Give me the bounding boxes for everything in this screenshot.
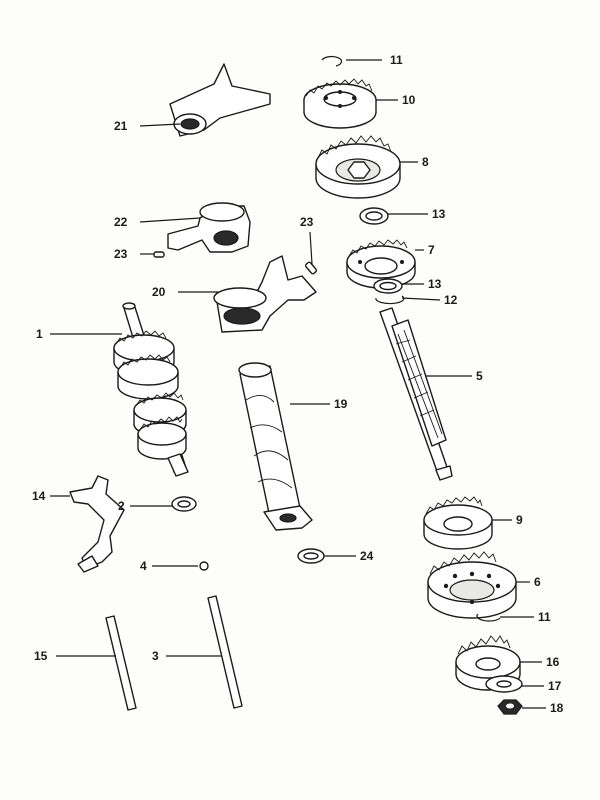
- callout-23-left: 23: [114, 247, 128, 261]
- callout-21: 21: [114, 119, 128, 133]
- part-8-gear: [315, 135, 401, 199]
- part-13-washer-lower: [373, 278, 403, 294]
- part-24-washer: [297, 548, 325, 564]
- part-21-shift-fork: [169, 63, 271, 137]
- part-14-shift-fork: [69, 475, 125, 573]
- callout-22: 22: [114, 215, 128, 229]
- part-15-shift-rod: [105, 615, 137, 711]
- callout-4: 4: [140, 559, 147, 573]
- part-4-ball: [199, 561, 209, 571]
- callout-3: 3: [152, 649, 159, 663]
- part-6-gear: [427, 551, 517, 619]
- part-18-nut: [497, 699, 523, 715]
- callout-labels: 11 10 8 13 7 13 12 5 9 6 11 16 17 18 21 …: [32, 53, 564, 715]
- callout-13-upper: 13: [432, 207, 446, 221]
- part-23-pin-right: [304, 261, 318, 275]
- part-17-lock-washer: [485, 675, 523, 693]
- callout-20: 20: [152, 285, 166, 299]
- part-22-shift-fork: [167, 202, 251, 253]
- callout-7: 7: [428, 243, 435, 257]
- callout-24: 24: [360, 549, 374, 563]
- part-10-gear: [303, 78, 377, 129]
- part-2-washer: [171, 496, 197, 512]
- callout-11-top: 11: [390, 53, 403, 67]
- callout-15: 15: [34, 649, 48, 663]
- callout-11-bottom: 11: [538, 610, 551, 624]
- part-3-shift-rod: [207, 595, 243, 709]
- callout-5: 5: [476, 369, 483, 383]
- part-20-shift-fork: [213, 255, 317, 333]
- callout-16: 16: [546, 655, 560, 669]
- part-19-shift-drum: [238, 362, 313, 531]
- callout-12: 12: [444, 293, 458, 307]
- callout-2: 2: [118, 499, 125, 513]
- callout-10: 10: [402, 93, 416, 107]
- part-5-main-shaft: [379, 307, 453, 481]
- part-13-washer-upper: [359, 207, 389, 225]
- leader-lines: [50, 59, 546, 709]
- callout-6: 6: [534, 575, 541, 589]
- callout-23-right: 23: [300, 215, 314, 229]
- part-1-countershaft: [113, 302, 189, 477]
- callout-17: 17: [548, 679, 562, 693]
- part-12-circlip: [375, 295, 405, 305]
- callout-18: 18: [550, 701, 564, 715]
- callout-9: 9: [516, 513, 523, 527]
- callout-19: 19: [334, 397, 348, 411]
- callout-13-lower: 13: [428, 277, 442, 291]
- callout-14: 14: [32, 489, 46, 503]
- part-9-gear: [423, 496, 493, 550]
- part-23-pin-left: [153, 251, 165, 258]
- callout-8: 8: [422, 155, 429, 169]
- part-11-circlip-top: [321, 55, 343, 67]
- part-11-circlip-lower: [476, 613, 501, 622]
- callout-1: 1: [36, 327, 43, 341]
